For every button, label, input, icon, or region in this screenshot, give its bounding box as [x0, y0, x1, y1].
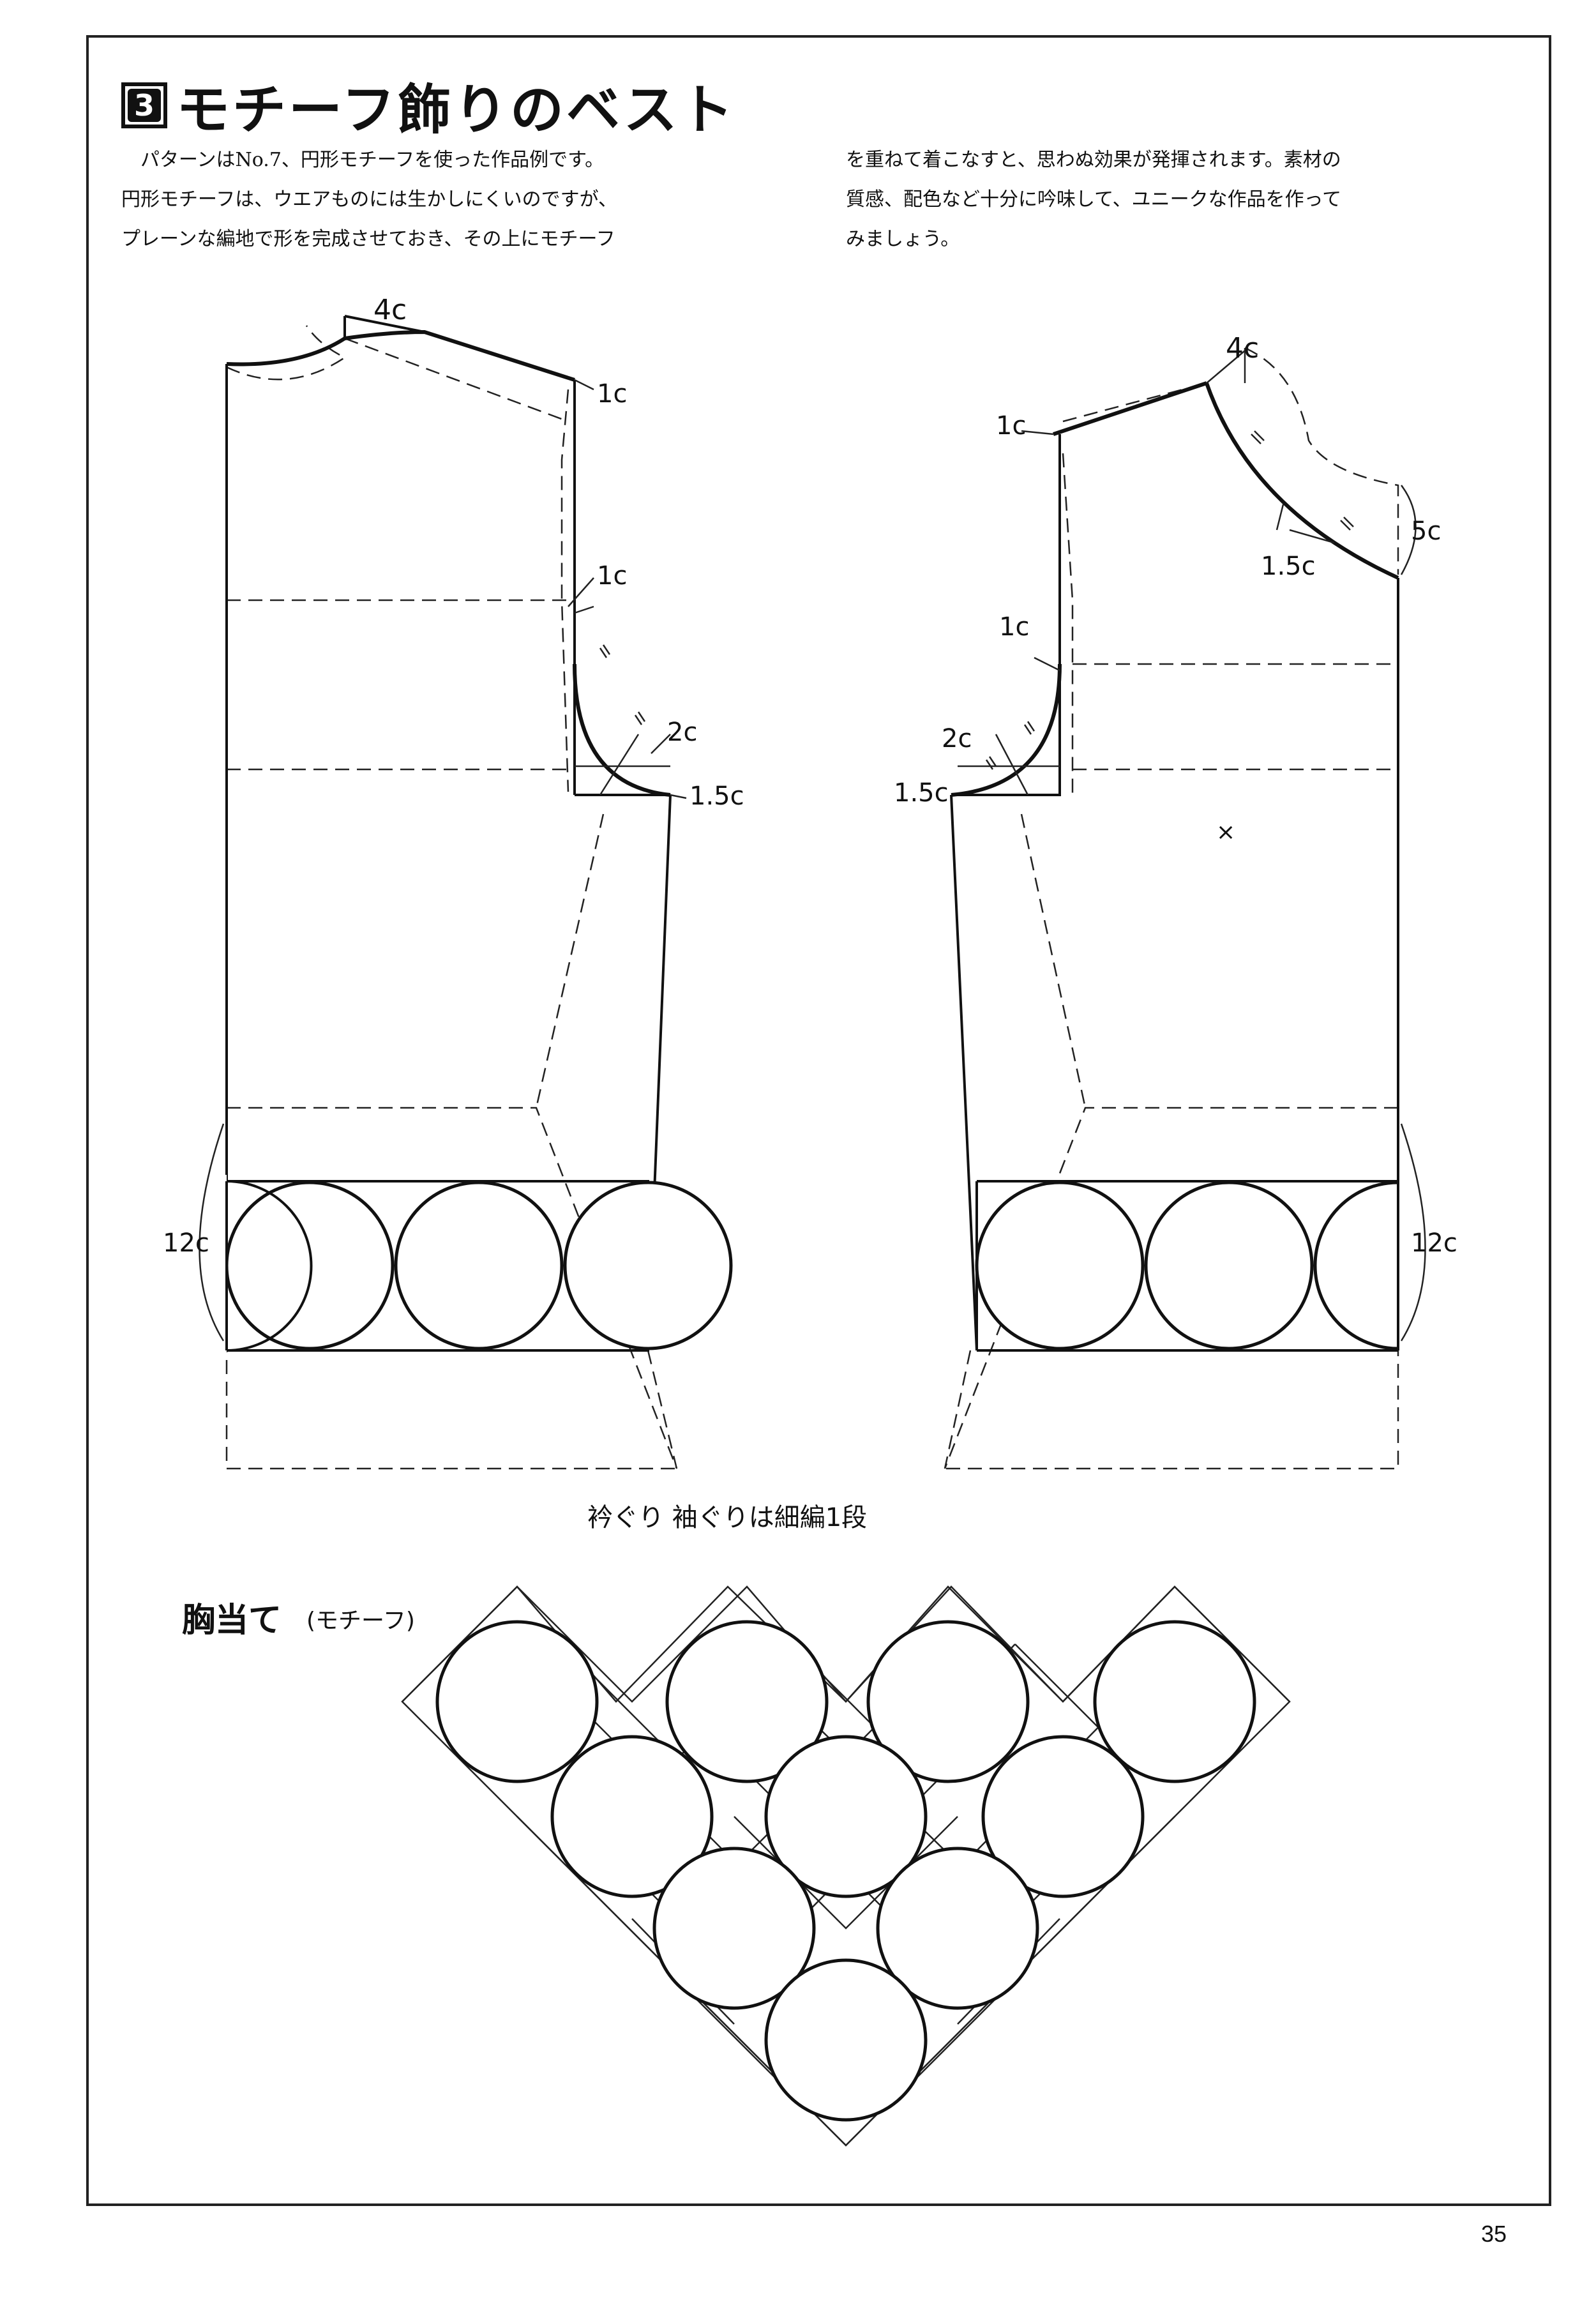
bib-motif-r1-4: [1093, 1620, 1256, 1783]
bib-motif-diagram: 胸当て (モチーフ): [182, 1585, 1291, 2147]
right-neck-dashed: [1244, 347, 1399, 575]
bib-subtitle: (モチーフ): [306, 1608, 415, 1634]
left-hem-motif-2: [394, 1181, 564, 1350]
right-armhole-bottom-label: 1.5c: [894, 778, 949, 808]
intro-text-left: パターンはNo.7、円形モチーフを使った作品例です。 円形モチーフは、ウエアもの…: [121, 149, 617, 250]
right-dim-ticks: [1021, 430, 1060, 672]
right-vest-piece: 4c 1c 1.5c 5c 1c 2c 1.5c 12c ×: [894, 332, 1489, 1470]
left-neck-tick-line: [344, 315, 425, 333]
right-armhole-construct: [958, 734, 1060, 796]
left-vest-piece: 4c 1c 1c 2c 1.5c 12c: [163, 294, 744, 1470]
bib-motif-r3-2: [876, 1847, 1039, 2010]
bib-motif-r1-1: [435, 1620, 599, 1783]
bib-motif-r1-2: [665, 1620, 829, 1783]
bib-motif-r2-3: [981, 1735, 1145, 1898]
left-neck-width-label: 4c: [373, 294, 407, 326]
section-number-badge: 3: [121, 82, 167, 128]
right-hem-motif-1: [975, 1181, 1145, 1350]
page-title: モチーフ飾りのベスト: [176, 78, 736, 141]
left-hem-height-label: 12c: [163, 1228, 209, 1258]
right-armhole-top-label: 1c: [999, 612, 1029, 642]
left-neckline-shoulder: [226, 329, 575, 382]
left-armhole-pointer: [568, 577, 594, 607]
right-hash-marks: [985, 430, 1354, 770]
right-neck-curve-label: 1.5c: [1261, 552, 1316, 581]
bib-motif-r1-3: [866, 1620, 1030, 1783]
left-shoulder-dashed: [344, 337, 569, 423]
right-neck-dim-arc: [1400, 485, 1417, 575]
intro-text-right: を重ねて着こなすと、思わぬ効果が発揮されます。素材の 質感、配色など十分に吟味し…: [846, 149, 1342, 250]
left-dart-guide: [535, 813, 605, 1108]
edging-note: 衿ぐり 袖ぐりは細編1段: [587, 1503, 867, 1532]
right-center-mark: ×: [1216, 819, 1235, 845]
left-armhole-curve: [573, 663, 671, 797]
page-frame: [86, 35, 1551, 2206]
right-side-guide: [944, 1107, 1398, 1469]
left-armhole-mid-label: 2c: [667, 718, 697, 747]
bib-motif-r3-1: [652, 1847, 816, 2010]
right-armhole-base: [951, 664, 1061, 796]
left-hem-flare: [647, 1350, 678, 1469]
left-hem-motif-1: [225, 1181, 395, 1350]
left-bottom-pointer: [670, 794, 687, 799]
right-hem-height-label: 12c: [1411, 1228, 1457, 1258]
left-motif-mask: [211, 1175, 227, 1360]
right-neck-width-label: 4c: [1226, 332, 1259, 365]
right-neck-pointer: [1276, 504, 1335, 544]
left-hem-dim-arc: [199, 1123, 225, 1341]
left-side-guide: [227, 1107, 678, 1469]
page-number: 35: [1481, 2221, 1507, 2247]
left-armhole-construct: [575, 734, 670, 796]
left-neck-dashed: [226, 325, 347, 381]
left-shoulder-drop-label: 1c: [597, 379, 627, 409]
left-mid-pointer: [651, 734, 671, 754]
left-outer-guide: [225, 383, 677, 1470]
right-armhole-mid-label: 2c: [942, 724, 972, 753]
right-neck-curve: [1205, 382, 1399, 580]
left-hash-marks: [599, 644, 646, 725]
left-armhole-bottom-label: 1.5c: [689, 782, 744, 811]
right-shoulder-drop-label: 1c: [996, 411, 1026, 441]
right-hem-dim-arc: [1400, 1123, 1426, 1341]
left-dim-ticks: [574, 379, 594, 614]
left-hem-motif-3: [563, 1181, 733, 1350]
right-neck-construct: [1206, 347, 1249, 384]
bib-motif-r2-1: [550, 1735, 714, 1898]
right-armhole-dashed: [1062, 453, 1074, 795]
right-hem-motif-2: [1144, 1181, 1314, 1350]
right-motif-mask: [1399, 1175, 1489, 1360]
left-armhole-top-label: 1c: [597, 561, 627, 591]
bib-motif-r4-1: [764, 1958, 928, 2122]
right-hem-flare: [944, 1350, 972, 1469]
right-neck-depth-label: 5c: [1411, 517, 1441, 546]
right-shoulder-dashed: [1062, 382, 1207, 423]
section-number: 3: [128, 88, 161, 123]
left-armhole-dashed: [561, 389, 569, 792]
right-side-seam: [950, 794, 978, 1351]
right-dart-guide: [1020, 813, 1087, 1108]
right-armhole-curve: [951, 663, 1062, 797]
right-shoulder-line: [1053, 381, 1207, 436]
bib-top-zigzag: [402, 1585, 1290, 1703]
left-hem-motif-half: [226, 1180, 313, 1352]
bib-motif-r2-2: [764, 1735, 928, 1898]
bib-title: 胸当て: [182, 1601, 282, 1640]
title-row: 3 モチーフ飾りのベスト: [121, 70, 736, 141]
